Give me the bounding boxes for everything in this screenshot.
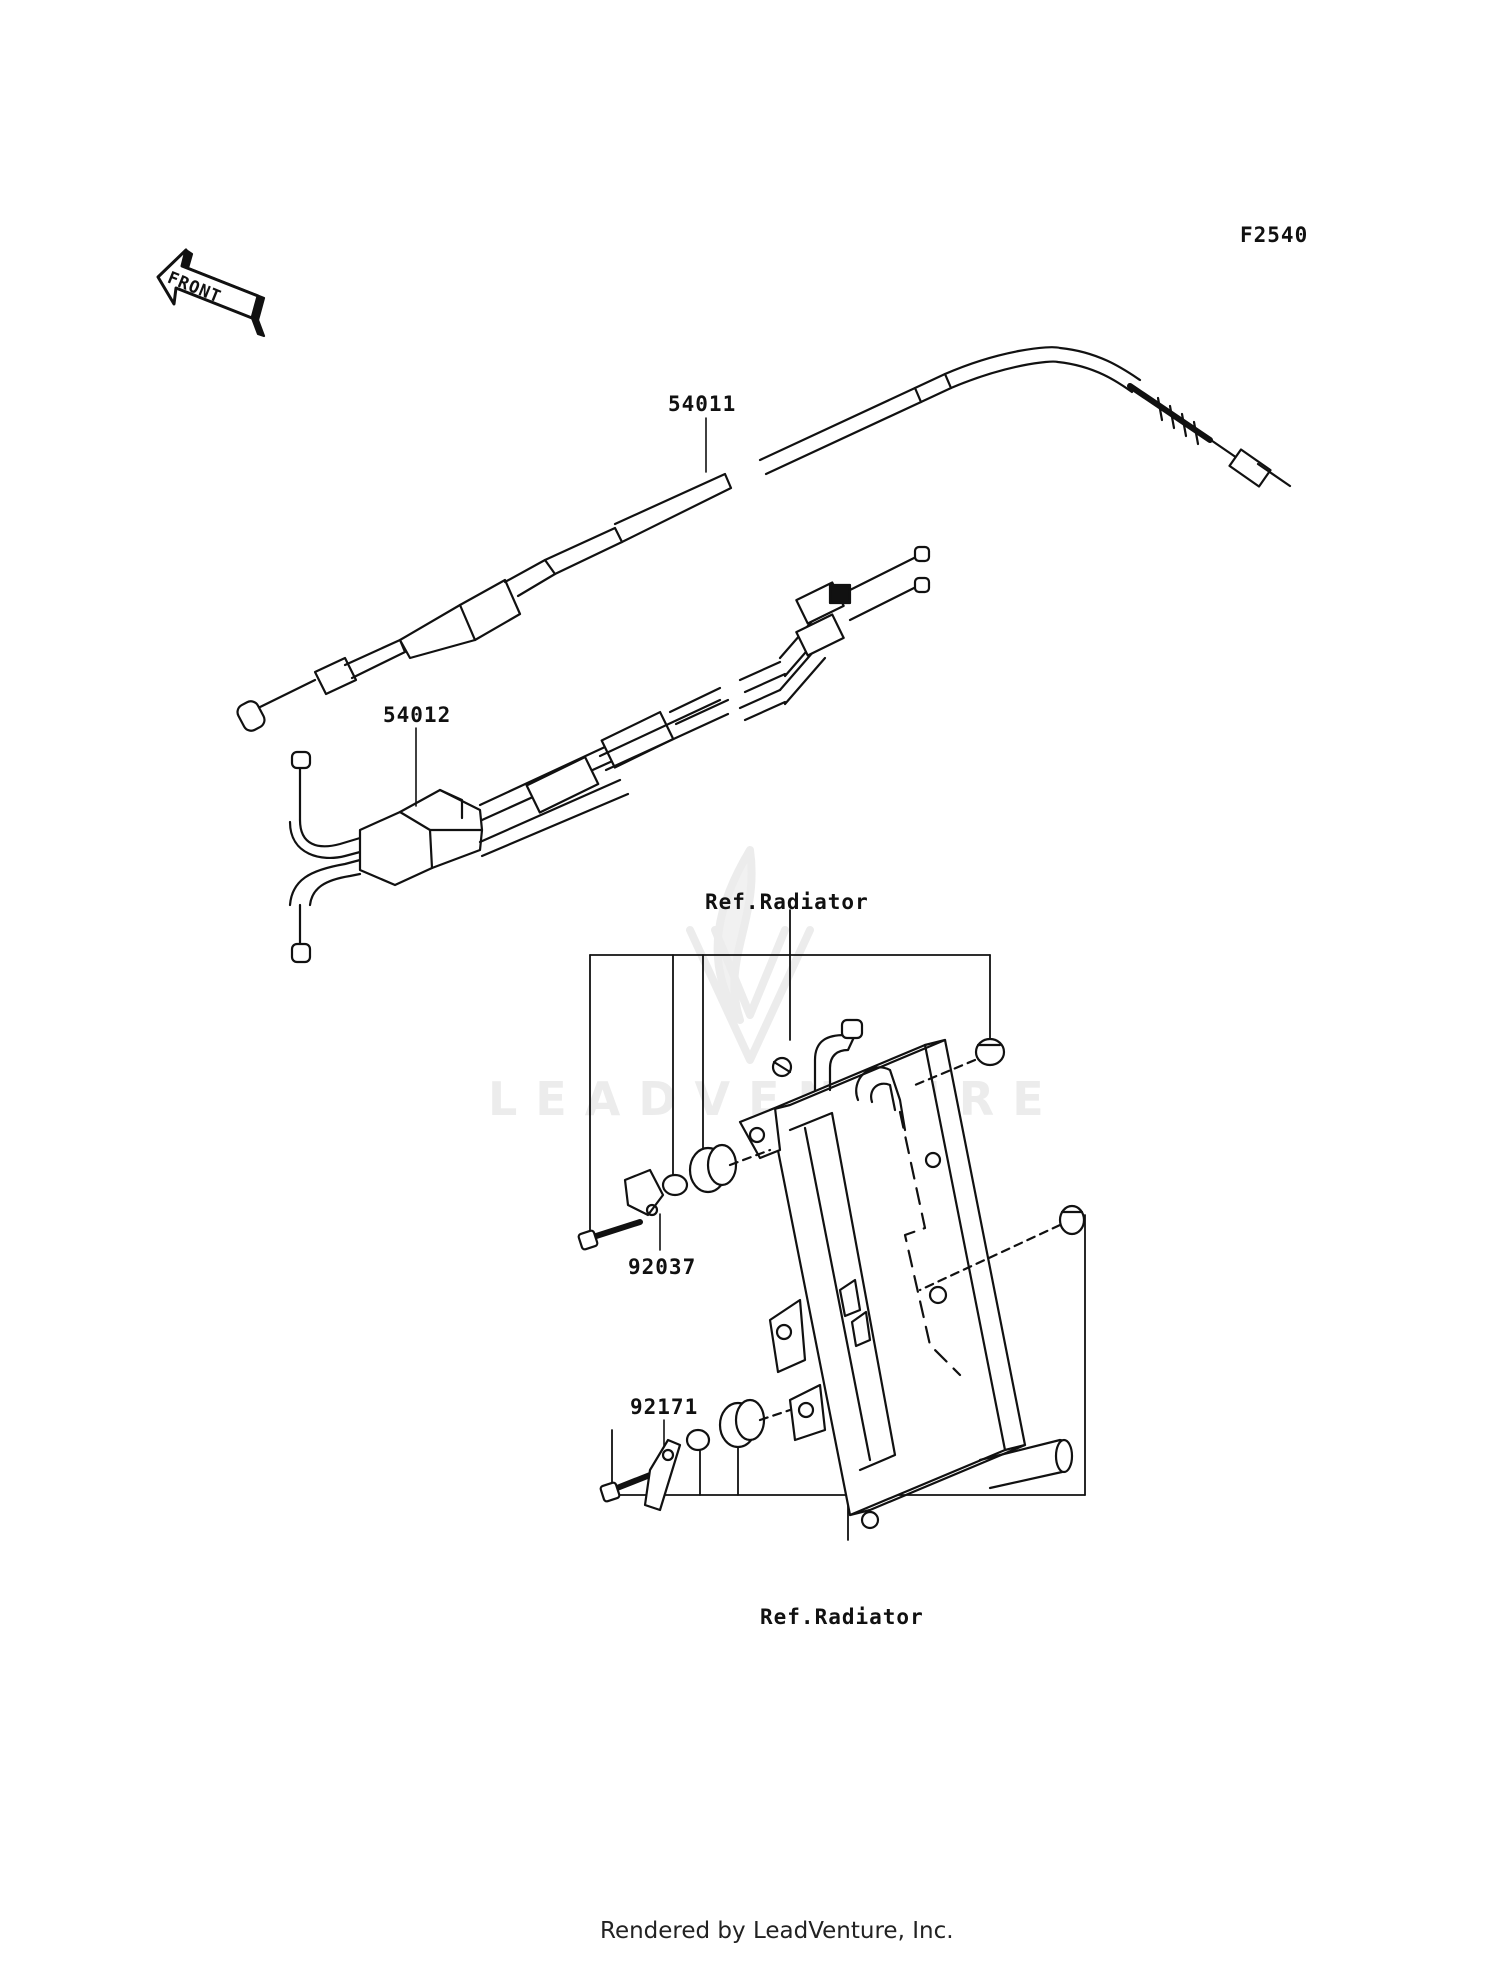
front-arrow [156, 248, 266, 338]
diagram-code: F2540 [1240, 223, 1309, 247]
part-label-54012: 54012 [383, 703, 452, 727]
ref-label-lower: Ref.Radiator [760, 1605, 924, 1629]
radiator [738, 1018, 1074, 1530]
footer-credit: Rendered by LeadVenture, Inc. [600, 1918, 954, 1944]
part-label-92037: 92037 [628, 1255, 697, 1279]
throttle-cable-54012 [288, 545, 931, 964]
lower-fasteners [599, 1204, 1086, 1512]
throttle-cable-54011 [236, 346, 1292, 732]
label-leaders [415, 417, 707, 1461]
watermark-logo [686, 846, 814, 1064]
part-label-92171: 92171 [630, 1395, 699, 1419]
upper-ref-bracket [589, 909, 991, 1231]
upper-fasteners [577, 1037, 1006, 1251]
ref-label-upper: Ref.Radiator [705, 890, 869, 914]
part-label-54011: 54011 [668, 392, 737, 416]
